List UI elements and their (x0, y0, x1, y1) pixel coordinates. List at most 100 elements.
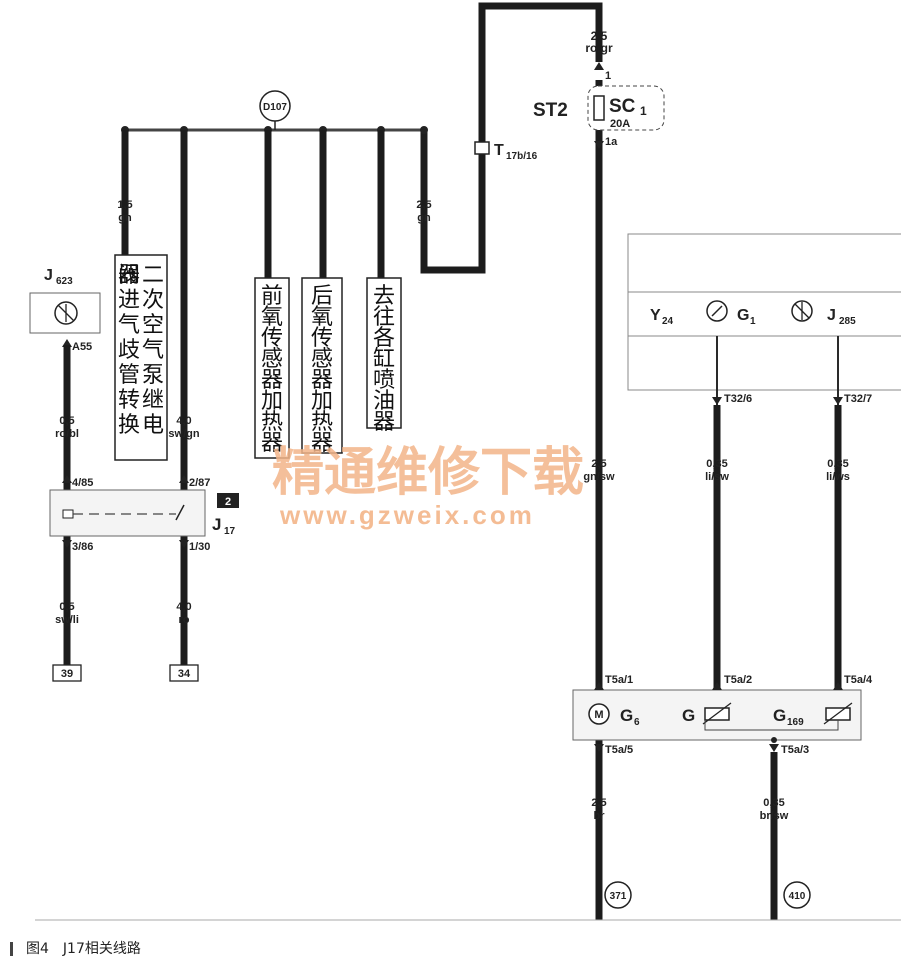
svg-text:1: 1 (750, 316, 756, 327)
svg-text:4/85: 4/85 (72, 477, 93, 489)
svg-text:G: G (682, 706, 695, 725)
sender-pin1: T5a/1 (605, 674, 633, 686)
figure-caption: 图4 J17相关线路 (26, 941, 141, 957)
svg-text:D107: D107 (263, 102, 287, 113)
g169-gnd-color: br/sw (760, 810, 789, 822)
j17-out-color: ro (179, 614, 190, 626)
fuse-pin-out: 1a (605, 136, 618, 148)
watermark-url: www.gzweix.com (279, 500, 535, 530)
j17-in-size: 4,0 (176, 415, 191, 427)
caption-marker (10, 942, 13, 956)
cluster-pin-g: T32/6 (724, 393, 752, 405)
g6-feed-size: 2,5 (591, 458, 606, 470)
svg-text:G: G (773, 706, 786, 725)
label-injectors: 去往各缸喷油器 (366, 277, 402, 435)
svg-text:34: 34 (178, 668, 191, 680)
g6-gnd-color: br (594, 810, 606, 822)
bus-node-6 (420, 126, 428, 134)
label-front-o2: 前氧传感器加热器 (254, 277, 290, 459)
svg-text:285: 285 (839, 316, 856, 327)
connector-t17: T 17b/16 (474, 141, 538, 162)
branch-right-color: gn (417, 212, 431, 224)
cluster-arrow-g169 (833, 397, 843, 405)
fuse-name: SC (609, 96, 636, 117)
terminal-34: 34 (169, 664, 199, 682)
sender-pin2: T5a/2 (724, 674, 752, 686)
svg-text:3/86: 3/86 (72, 541, 93, 553)
sender-arrow-3 (769, 744, 779, 752)
g6-feed-color: gn/sw (583, 471, 615, 483)
svg-text:17: 17 (224, 526, 236, 537)
sender-pin5: T5a/5 (605, 744, 633, 756)
svg-text:371: 371 (610, 891, 627, 902)
g6-gnd-size: 2,5 (591, 797, 606, 809)
svg-text:17b/16: 17b/16 (506, 151, 538, 162)
g-signal-color: li/sw (705, 471, 729, 483)
svg-text:M: M (594, 709, 603, 721)
instrument-cluster: Y 24 G 1 J 285 (627, 233, 901, 391)
cluster-arrow-g (712, 397, 722, 405)
fuse-rating: 20A (610, 118, 630, 130)
sender-pin3: T5a/3 (781, 744, 809, 756)
fuse-symbol (593, 95, 605, 121)
terminal-39: 39 (52, 664, 82, 682)
j17-arrow-1 (62, 475, 72, 483)
label-rear-o2: 后氧传感器加热器 (301, 277, 343, 456)
j17-in-color: sw/gn (168, 428, 199, 440)
sender-arrow-2 (712, 682, 722, 690)
svg-text:410: 410 (789, 891, 806, 902)
svg-text:J: J (827, 307, 836, 324)
branch1-size: 1,5 (117, 199, 132, 211)
fuse-location: ST2 (533, 100, 568, 121)
svg-text:2: 2 (225, 496, 231, 508)
svg-text:24: 24 (662, 316, 674, 327)
j17-arrow-4 (179, 540, 189, 548)
svg-text:J: J (44, 267, 53, 284)
svg-text:A55: A55 (72, 341, 92, 353)
j623-out-size: 0,5 (59, 601, 74, 613)
j623-in-size: 0,5 (59, 415, 74, 427)
ground-371: 371 (604, 881, 632, 909)
svg-text:6: 6 (634, 717, 640, 728)
svg-text:前氧传感器加热器: 前氧传感器加热器 (261, 284, 283, 456)
sender-arrow-1 (594, 682, 604, 690)
svg-text:623: 623 (56, 276, 73, 287)
svg-text:39: 39 (61, 668, 73, 680)
j623-in-color: ro/bl (55, 428, 79, 440)
svg-text:J: J (212, 515, 221, 534)
loop-wire (420, 2, 603, 274)
svg-text:Y: Y (650, 307, 661, 324)
svg-text:2/87: 2/87 (189, 477, 210, 489)
g-signal-size: 0,35 (706, 458, 727, 470)
branch1-color: gn (118, 212, 132, 224)
svg-text:G: G (620, 706, 633, 725)
svg-text:去往各缸喷油器: 去往各缸喷油器 (373, 284, 395, 435)
fuse-arrow-up (594, 62, 604, 70)
svg-text:G: G (737, 307, 749, 324)
splice-d107: D107 (259, 90, 291, 130)
fuse-pin-in: 1 (605, 70, 611, 82)
sender-node (771, 737, 777, 743)
fuse-arrow-down (594, 141, 604, 149)
j17-out-size: 4,0 (176, 601, 191, 613)
g169-signal-color: li/ws (826, 471, 850, 483)
j623-out-color: sw/li (55, 614, 79, 626)
svg-text:169: 169 (787, 717, 804, 728)
sender-arrow-5 (594, 744, 604, 752)
j623-module: J 623 A55 (29, 267, 101, 353)
g169-gnd-size: 0,35 (763, 797, 784, 809)
j17-arrow-3 (62, 540, 72, 548)
fuel-sender-unit: M G 6 G G 169 (572, 689, 862, 741)
svg-text:二次空气泵继电器进气歧管转换阀: 二次空气泵继电器进气歧管转换阀 (118, 263, 164, 438)
svg-text:后氧传感器加热器: 后氧传感器加热器 (311, 284, 333, 456)
label-secondary-air: 二次空气泵继电器进气歧管转换阀 (114, 254, 168, 461)
fuse-sub: 1 (640, 104, 647, 118)
sender-pin4: T5a/4 (844, 674, 873, 686)
sender-arrow-4 (833, 682, 843, 690)
watermark-cn: 精通维修下载 (272, 443, 584, 503)
g169-signal-size: 0,35 (827, 458, 848, 470)
j17-relay: 4/85 2/87 3/86 1/30 2 J 17 (49, 477, 239, 553)
ground-410: 410 (783, 881, 811, 909)
svg-text:1/30: 1/30 (189, 541, 210, 553)
